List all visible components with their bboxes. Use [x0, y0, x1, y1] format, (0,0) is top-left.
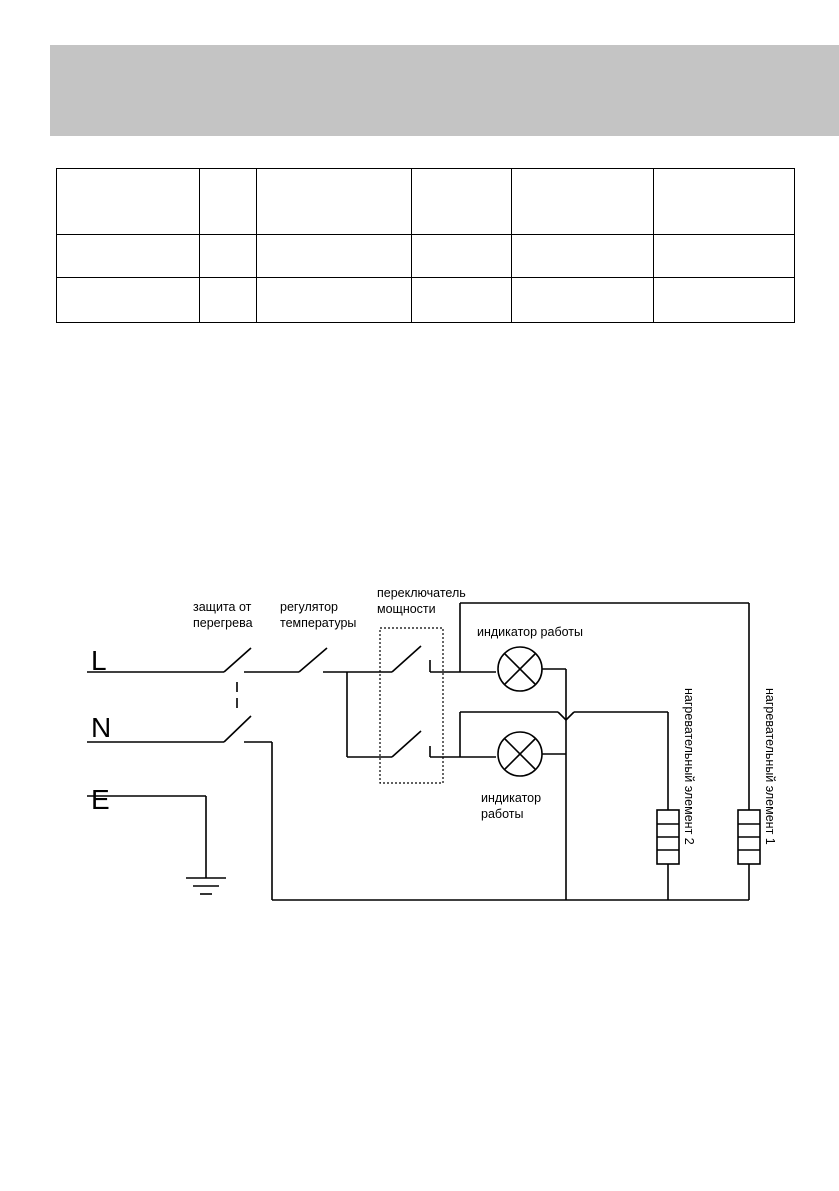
table-row: [56, 277, 795, 323]
overheat-switch-n: [223, 715, 252, 743]
spec-table: [56, 168, 795, 323]
table-cell: [653, 277, 795, 323]
label-power-switch-2: мощности: [377, 602, 436, 616]
label-element-2: нагревательный элемент 2: [682, 688, 696, 845]
table-cell: [199, 168, 257, 235]
table-cell: [256, 234, 412, 278]
power-switch-contact-2: [391, 730, 422, 758]
header-band: [50, 45, 839, 136]
table-cell: [653, 234, 795, 278]
label-overheat-2: перегрева: [193, 616, 253, 630]
table-cell: [56, 234, 200, 278]
label-overheat-1: защита от: [193, 600, 252, 614]
power-switch-box: [379, 627, 444, 784]
table-cell: [411, 277, 512, 323]
table-cell: [653, 168, 795, 235]
label-thermostat-2: температуры: [280, 616, 356, 630]
label-n: N: [91, 712, 111, 743]
table-cell: [56, 168, 200, 235]
table-cell: [199, 234, 257, 278]
lamp-cross: [504, 738, 536, 770]
table-cell: [411, 234, 512, 278]
label-power-switch-1: переключатель: [377, 586, 466, 600]
thermostat-switch: [298, 647, 328, 673]
label-indicator-top: индикатор работы: [477, 625, 583, 639]
table-cell: [256, 277, 412, 323]
table-cell: [511, 277, 654, 323]
label-thermostat-1: регулятор: [280, 600, 338, 614]
label-e: E: [91, 784, 110, 815]
label-element-1: нагревательный элемент 1: [763, 688, 777, 845]
label-l: L: [91, 645, 107, 676]
wire-crossover: [557, 711, 575, 722]
table-row: [56, 234, 795, 278]
label-indicator-bottom-2: работы: [481, 807, 523, 821]
lamp-cross: [504, 653, 536, 685]
power-switch-contact-1: [391, 645, 422, 673]
overheat-switch-l: [223, 647, 252, 673]
label-indicator-bottom-1: индикатор: [481, 791, 541, 805]
table-cell: [56, 277, 200, 323]
